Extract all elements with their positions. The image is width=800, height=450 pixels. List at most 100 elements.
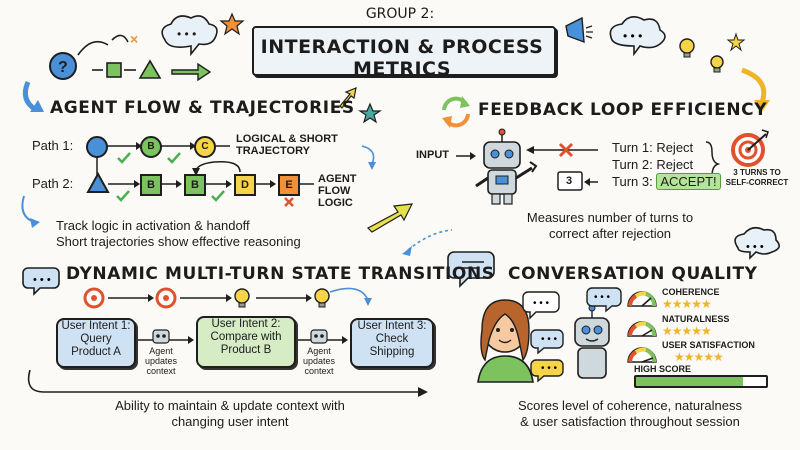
gauge-icon-3	[627, 347, 657, 363]
robot-head-quality	[574, 317, 610, 347]
feedback-caption-2: correct after rejection	[548, 226, 672, 241]
bulb-icon-1	[234, 288, 250, 304]
accept-badge: ACCEPT!	[656, 173, 721, 190]
megaphone-icon	[565, 16, 585, 44]
agent-flow-caption-1: Track logic in activation & handoff	[56, 218, 250, 233]
yellow-pointer-arrow	[339, 87, 357, 109]
gauge-icon-1	[627, 291, 657, 307]
lightbulb-icon	[679, 38, 695, 54]
chat-bubble-icon	[447, 251, 495, 288]
intent-box-1: User Intent 1: Query Product A	[56, 318, 136, 368]
quality-caption-1: Scores level of coherence, naturalness	[517, 398, 742, 413]
orange-curved-arrow-right	[741, 67, 767, 103]
question-icon	[49, 52, 77, 80]
stars-satisfaction: ★★★★★	[674, 350, 724, 364]
feedback-caption-1: Measures number of turns to	[526, 210, 694, 225]
agent-note-2-line1: Agent	[307, 346, 331, 356]
intent-1-line3: Product A	[71, 346, 121, 358]
agent-note-1-line3: context	[146, 366, 176, 376]
intent-1-line1: User Intent 1:	[61, 320, 131, 332]
svg-text:• • •: • • •	[533, 298, 550, 309]
intent-box-3: User Intent 3: Check Shipping	[350, 318, 434, 368]
input-label: INPUT	[416, 149, 449, 161]
intent-3-line3: Shipping	[369, 346, 415, 358]
agent-note-2-line2: updates	[302, 356, 336, 366]
metric-satisfaction: USER SATISFACTION	[662, 340, 755, 350]
turn3-label: Turn 3:	[612, 174, 653, 189]
green-triangle-doodle	[138, 59, 162, 79]
gauge-icon-2	[627, 321, 657, 337]
path2-label: Path 2:	[32, 176, 74, 191]
star-doodle	[219, 12, 245, 36]
turn1-label: Turn 1: Reject	[612, 140, 694, 155]
turns-note-line1: 3 TURNS TO	[733, 168, 781, 177]
intent-2-line1: User Intent 2:	[211, 318, 281, 330]
intent-2-line3: Product B	[220, 344, 272, 356]
yellow-diagonal-arrow	[367, 203, 414, 233]
robot-head	[483, 141, 521, 169]
score-label: HIGH SCORE	[634, 364, 692, 374]
svg-text:• • •: • • •	[623, 29, 642, 43]
title-banner	[252, 26, 556, 76]
path2-node-d: D	[234, 174, 256, 196]
feedback-title: FEEDBACK LOOP EFFICIENCY	[478, 100, 768, 120]
big-green-arrow	[171, 62, 212, 82]
agent-note-1-line1: Agent	[149, 346, 173, 356]
mini-robot-2	[310, 329, 328, 344]
svg-text:• • •: • • •	[33, 274, 51, 286]
path1-label: Path 1:	[32, 138, 74, 153]
counter-value: 3	[566, 175, 573, 187]
intent-box-2: User Intent 2: Compare with Product B	[196, 316, 296, 368]
turn3-row: Turn 3: ACCEPT!	[612, 173, 721, 190]
green-square-doodle	[106, 62, 122, 78]
intent-3-line1: User Intent 3:	[357, 320, 427, 332]
path2-node-a	[86, 172, 110, 193]
multi-turn-caption-1: Ability to maintain & update context wit…	[115, 398, 345, 413]
path1-node-c: C	[194, 136, 216, 158]
stars-naturalness: ★★★★★	[662, 324, 712, 338]
intent-2-line2: Compare with	[210, 331, 282, 343]
path2-node-b1: B	[140, 174, 162, 196]
svg-text:• • •: • • •	[594, 292, 611, 303]
svg-text:• • •: • • •	[746, 241, 764, 253]
quality-caption-2: & user satisfaction throughout session	[520, 414, 740, 429]
agent-flow-caption-2: Short trajectories show effective reason…	[56, 234, 301, 249]
turns-note: 3 TURNS TO SELF-CORRECT	[722, 168, 792, 188]
multi-turn-caption-2: changing user intent	[171, 414, 289, 429]
turns-note-line2: SELF-CORRECT	[725, 178, 789, 187]
mini-robot-1	[152, 329, 170, 344]
path2-node-e: E	[278, 174, 300, 196]
multi-turn-title: DYNAMIC MULTI-TURN STATE TRANSITIONS	[66, 264, 495, 284]
turn2-label: Turn 2: Reject	[612, 157, 694, 172]
group-label: GROUP 2:	[365, 6, 435, 22]
path2-note: AGENT FLOW LOGIC	[318, 173, 357, 209]
svg-text:×: ×	[130, 31, 138, 47]
chat-bubble-icon-2	[22, 267, 60, 296]
metric-naturalness: NATURALNESS	[662, 314, 730, 324]
metric-coherence: COHERENCE	[662, 287, 720, 297]
stars-coherence: ★★★★★	[662, 297, 712, 311]
path1-node-b: B	[140, 136, 162, 158]
svg-text:• • •: • • •	[541, 334, 558, 345]
intent-3-line2: Check	[375, 333, 409, 345]
path1-note: LOGICAL & SHORT TRAJECTORY	[236, 133, 338, 157]
svg-text:?: ?	[58, 59, 68, 76]
page-title: INTERACTION & PROCESS METRICS	[260, 36, 544, 80]
counter-box	[557, 171, 583, 191]
cloud-doodle-quality	[734, 226, 780, 260]
agent-note-1: Agent updates context	[140, 346, 182, 376]
bulb-icon-2	[314, 288, 330, 304]
agent-note-2-line3: context	[304, 366, 334, 376]
path1-node-a	[86, 136, 108, 158]
agent-note-2: Agent updates context	[298, 346, 340, 376]
svg-text:• • •: • • •	[541, 363, 558, 374]
score-bar	[634, 375, 768, 388]
svg-text:• • •: • • •	[177, 27, 196, 41]
intent-1-line2: Query	[80, 333, 112, 345]
quality-title: CONVERSATION QUALITY	[508, 264, 758, 284]
agent-note-1-line2: updates	[144, 356, 178, 366]
score-bar-fill	[636, 377, 743, 386]
path2-node-b2: B	[184, 174, 206, 196]
star-doodle-blue	[358, 102, 382, 124]
